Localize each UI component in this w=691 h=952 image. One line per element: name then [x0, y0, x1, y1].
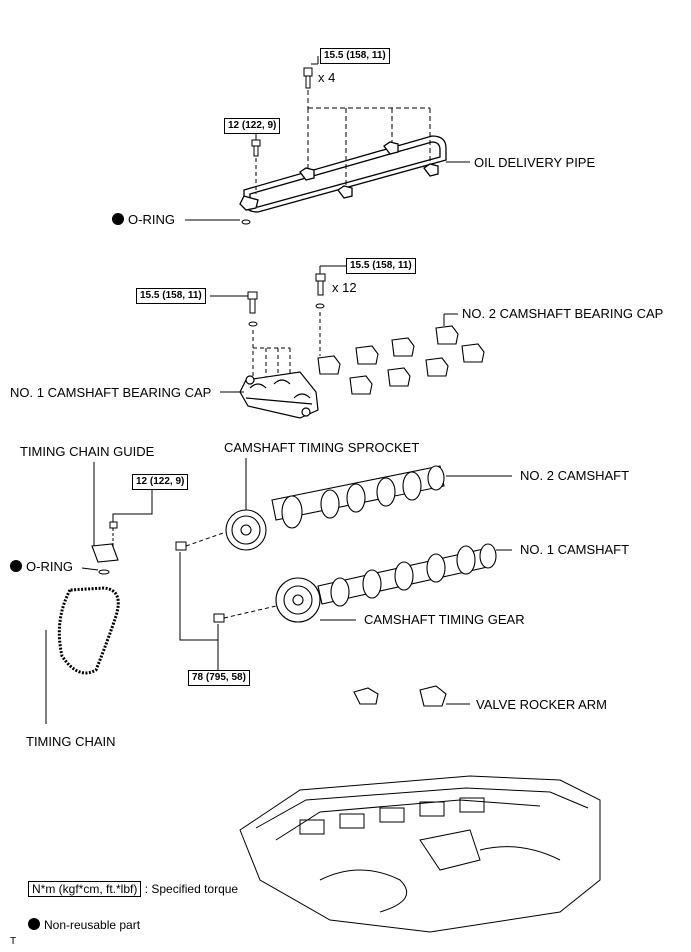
sprocket-bolts [175, 541, 225, 623]
qty-oil-pipe-bolts: x 4 [318, 70, 336, 85]
legend-torque-desc: : Specified torque [144, 882, 239, 896]
torque-sprocket: 78 (795, 58) [188, 670, 250, 686]
no2-camshaft-bearing-caps [317, 325, 485, 395]
label-o-ring-top: O-RING [112, 212, 175, 227]
label-no1-camshaft: NO. 1 CAMSHAFT [520, 542, 630, 557]
legend-non-reusable-text: Non-reusable part [44, 918, 141, 932]
label-valve-rocker-arm: VALVE ROCKER ARM [476, 697, 607, 712]
corner-mark: T [10, 936, 17, 947]
no1-camshaft-bearing-cap [239, 371, 319, 419]
oil-pipe-bolt-top [303, 67, 313, 89]
oil-delivery-pipe [239, 135, 447, 213]
qty-cap-bolts: x 12 [332, 280, 357, 295]
label-timing-chain: TIMING CHAIN [26, 734, 116, 749]
torque-chain-guide: 12 (122, 9) [132, 474, 189, 490]
legend-non-reusable: Non-reusable part [28, 918, 140, 932]
torque-cap-right: 15.5 (158, 11) [346, 258, 416, 274]
o-ring-left-text: O-RING [26, 559, 73, 574]
label-oil-delivery-pipe: OIL DELIVERY PIPE [474, 155, 596, 170]
valve-rocker-arms-drawing [353, 685, 447, 707]
timing-chain-guide-drawing [91, 543, 119, 563]
non-reusable-dot-icon [28, 918, 40, 930]
torque-cap-left: 15.5 (158, 11) [136, 288, 206, 304]
cylinder-head-drawing [239, 775, 601, 933]
non-reusable-dot-icon [112, 213, 124, 225]
label-timing-chain-guide: TIMING CHAIN GUIDE [20, 444, 155, 459]
label-o-ring-left: O-RING [10, 559, 73, 574]
cap-bolt-left [247, 291, 258, 327]
timing-chain-guide-bolt [109, 521, 118, 529]
o-ring-top-text: O-RING [128, 212, 175, 227]
label-camshaft-timing-gear: CAMSHAFT TIMING GEAR [364, 612, 525, 627]
label-no1-camshaft-bearing-cap: NO. 1 CAMSHAFT BEARING CAP [10, 385, 212, 400]
timing-chain-drawing [57, 586, 120, 675]
legend-torque-unit: N*m (kgf*cm, ft.*lbf) [28, 881, 142, 897]
legend-torque: N*m (kgf*cm, ft.*lbf) : Specified torque [28, 881, 239, 897]
cap-bolt-right [315, 273, 326, 309]
no2-camshaft-drawing [271, 465, 445, 529]
camshaft-timing-sprocket-drawing [225, 509, 267, 551]
label-no2-camshaft: NO. 2 CAMSHAFT [520, 468, 630, 483]
label-camshaft-timing-sprocket: CAMSHAFT TIMING SPROCKET [224, 440, 420, 455]
torque-oil-pipe-top: 15.5 (158, 11) [320, 48, 390, 64]
label-no2-camshaft-bearing-cap: NO. 2 CAMSHAFT BEARING CAP [462, 306, 664, 321]
non-reusable-dot-icon [10, 560, 22, 572]
camshaft-timing-gear-drawing [275, 577, 321, 623]
no1-camshaft-drawing [317, 543, 497, 607]
o-ring-top-part [241, 219, 251, 225]
torque-oil-pipe-left: 12 (122, 9) [224, 118, 281, 134]
oil-pipe-bolt-left [251, 139, 261, 157]
